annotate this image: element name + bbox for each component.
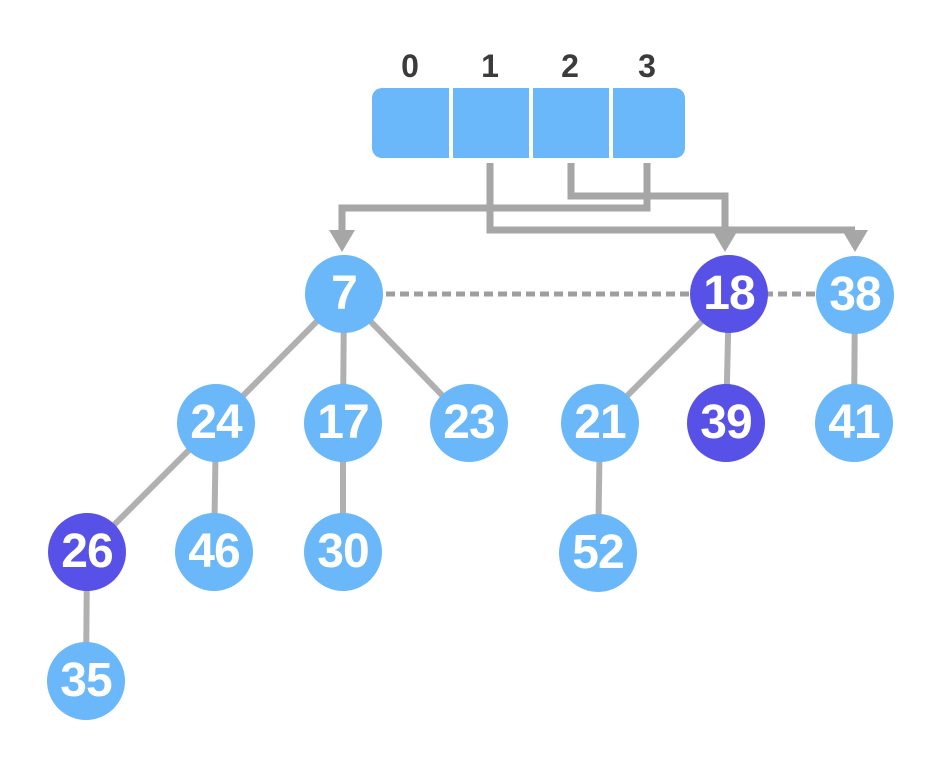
tree-node-value: 38 [829, 268, 881, 321]
tree-node-52: 52 [559, 514, 637, 592]
tree-node-39: 39 [687, 384, 765, 462]
array-index-label-2: 2 [561, 48, 579, 84]
tree-node-value: 41 [828, 396, 880, 449]
slot-1-to-root-38-arrowhead-icon [842, 230, 868, 252]
tree-node-38: 38 [816, 256, 894, 334]
tree-node-value: 35 [60, 654, 112, 707]
tree-node-value: 21 [574, 396, 626, 449]
tree-node-21: 21 [561, 384, 639, 462]
tree-node-46: 46 [175, 513, 253, 591]
tree-node-24: 24 [177, 384, 255, 462]
tree-node-value: 46 [188, 525, 240, 578]
tree-node-35: 35 [47, 642, 125, 720]
slot-3-to-root-7-arrowhead-icon [329, 230, 355, 252]
array-cell-divider [529, 88, 533, 158]
tree-node-18: 18 [690, 255, 768, 333]
tree-node-30: 30 [304, 513, 382, 591]
tree-node-41: 41 [815, 384, 893, 462]
array-cell-divider [609, 88, 613, 158]
array-index-label-1: 1 [481, 48, 499, 84]
tree-node-value: 17 [317, 396, 369, 449]
tree-node-value: 30 [317, 525, 369, 578]
tree-node-value: 7 [331, 267, 358, 320]
tree-node-value: 24 [190, 396, 242, 449]
array-index-label-3: 3 [638, 48, 656, 84]
tree-node-23: 23 [430, 384, 508, 462]
bucket-array [372, 88, 685, 158]
tree-node-7: 7 [305, 255, 383, 333]
tree-node-17: 17 [304, 384, 382, 462]
array-index-label-0: 0 [401, 48, 419, 84]
tree-node-value: 18 [703, 267, 755, 320]
tree-node-value: 52 [572, 526, 624, 579]
tree-node-26: 26 [48, 513, 126, 591]
tree-node-value: 39 [700, 396, 752, 449]
slot-2-to-root-18-arrowhead-icon [712, 230, 738, 252]
array-cell-divider [449, 88, 453, 158]
tree-node-value: 26 [61, 525, 113, 578]
tree-node-value: 23 [443, 396, 495, 449]
slot-3-to-root-7 [338, 163, 651, 230]
